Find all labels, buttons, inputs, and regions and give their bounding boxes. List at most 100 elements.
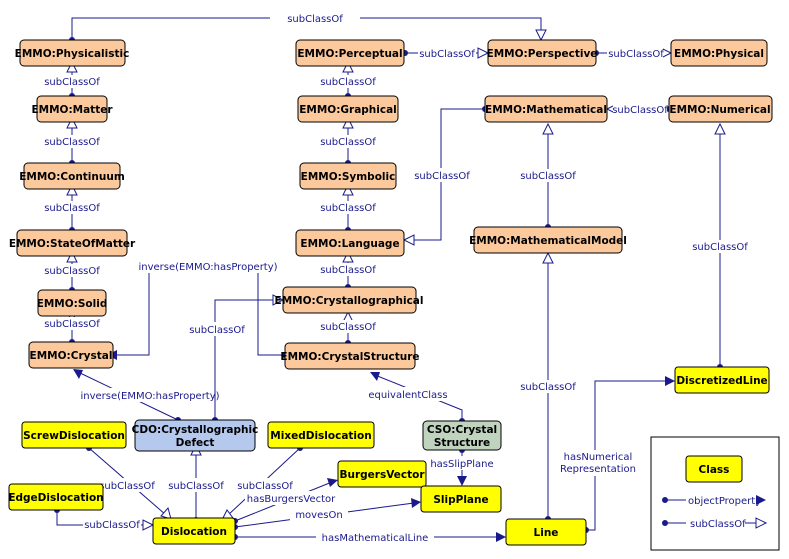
edge-crystalstructure-crystal: inverse(EMMO:hasProperty) (107, 259, 288, 360)
node-crystal[interactable]: EMMO:Crystal (28, 341, 114, 369)
svg-text:ScrewDislocation: ScrewDislocation (23, 430, 125, 442)
svg-text:EMMO:Graphical: EMMO:Graphical (299, 104, 397, 116)
node-cso-crystal-structure[interactable]: CSO:Crystal Structure (422, 420, 502, 451)
edge-dislocation-slipplane: movesOn (232, 498, 421, 530)
svg-text:subClassOf: subClassOf (690, 519, 746, 530)
edge-label: subClassOf (414, 171, 470, 182)
edge-crystalstructure-crystallographical: subClassOf (318, 310, 378, 346)
edge-label: subClassOf (320, 137, 376, 148)
svg-text:BurgersVector: BurgersVector (339, 469, 425, 481)
svg-text:EMMO:Symbolic: EMMO:Symbolic (301, 171, 396, 183)
svg-text:CDO:Crystallographic: CDO:Crystallographic (132, 424, 259, 436)
node-symbolic[interactable]: EMMO:Symbolic (299, 162, 397, 190)
legend: Class objectProperty subClassOf (650, 436, 780, 551)
svg-text:EMMO:Crystallographical: EMMO:Crystallographical (275, 295, 424, 307)
node-mathematical[interactable]: EMMO:Mathematical (484, 95, 608, 123)
edge-label: inverse(EMMO:hasProperty) (80, 391, 219, 402)
node-matter[interactable]: EMMO:Matter (31, 95, 113, 123)
edge-dislocation-burgersvector: hasBurgersVector (232, 478, 338, 524)
edge-label: subClassOf (189, 325, 245, 336)
node-cdo-crystallographic-defect[interactable]: CDO:Crystallographic Defect (132, 419, 259, 452)
node-discretizedline[interactable]: DiscretizedLine (674, 366, 770, 394)
svg-text:Class: Class (699, 464, 730, 476)
svg-text:EMMO:Language: EMMO:Language (300, 238, 399, 250)
edge-perceptual-perspective: subClassOf (402, 46, 490, 60)
svg-text:DiscretizedLine: DiscretizedLine (676, 375, 767, 387)
edge-continuum-matter: subClassOf (42, 116, 102, 166)
edge-label: subClassOf (520, 382, 576, 393)
node-crystallographical[interactable]: EMMO:Crystallographical (275, 286, 424, 314)
edge-label: hasMathematicalLine (322, 533, 429, 544)
node-solid[interactable]: EMMO:Solid (37, 289, 108, 317)
edge-crystallographical-language: subClassOf (318, 250, 378, 290)
node-perceptual[interactable]: EMMO:Perceptual (295, 39, 405, 67)
edge-label: subClassOf (287, 14, 343, 25)
svg-text:objectProperty: objectProperty (688, 496, 761, 507)
node-burgersvector[interactable]: BurgersVector (337, 460, 427, 488)
legend-subclassof: subClassOf (662, 517, 768, 530)
svg-text:CSO:Crystal: CSO:Crystal (427, 424, 497, 436)
svg-text:EMMO:StateOfMatter: EMMO:StateOfMatter (9, 238, 136, 250)
node-numerical[interactable]: EMMO:Numerical (668, 95, 773, 123)
nodes: EMMO:Physicalistic EMMO:Matter EMMO:Cont… (8, 39, 773, 546)
edge-label: subClassOf (99, 481, 155, 492)
edge-label: subClassOf (84, 520, 140, 531)
node-crystalstructure[interactable]: EMMO:CrystalStructure (280, 342, 420, 370)
edge-matter-physicalistic: subClassOf (42, 60, 102, 99)
node-slipplane[interactable]: SlipPlane (420, 485, 502, 513)
edge-mathematicalmodel-mathematical: subClassOf (518, 122, 578, 230)
edge-physicalistic-perspective: subClassOf (69, 11, 547, 43)
svg-text:MixedDislocation: MixedDislocation (270, 430, 371, 442)
node-perspective[interactable]: EMMO:Perspective (487, 39, 598, 67)
legend-objectproperty: objectProperty (662, 495, 766, 507)
edges: subClassOf subClassOf subClassOf subClas… (42, 11, 750, 544)
edge-defect-crystallographical: subClassOf (187, 294, 285, 423)
edge-label: subClassOf (608, 49, 664, 60)
edge-label: subClassOf (692, 242, 748, 253)
edge-mathematical-language: subClassOf (402, 106, 488, 246)
edge-label: subClassOf (320, 265, 376, 276)
svg-text:EMMO:Physicalistic: EMMO:Physicalistic (15, 48, 130, 60)
node-language[interactable]: EMMO:Language (295, 229, 405, 257)
edge-label: subClassOf (168, 481, 224, 492)
node-screwdislocation[interactable]: ScrewDislocation (21, 421, 127, 449)
node-dislocation[interactable]: Dislocation (152, 517, 236, 545)
svg-text:EMMO:Numerical: EMMO:Numerical (669, 104, 770, 116)
node-physical[interactable]: EMMO:Physical (670, 39, 768, 67)
node-edgedislocation[interactable]: EdgeDislocation (8, 483, 104, 511)
edge-defect-crystal: inverse(EMMO:hasProperty) (73, 369, 220, 423)
edge-language-symbolic: subClassOf (318, 183, 378, 233)
edge-screw-dislocation: subClassOf (86, 445, 172, 520)
edge-label: subClassOf (44, 77, 100, 88)
svg-text:SlipPlane: SlipPlane (433, 494, 488, 506)
edge-dislocation-line: hasMathematicalLine (232, 530, 506, 544)
edge-symbolic-graphical: subClassOf (318, 116, 378, 166)
svg-text:EMMO:Crystal: EMMO:Crystal (30, 350, 113, 362)
edge-label: subClassOf (612, 105, 668, 116)
edge-label: inverse(EMMO:hasProperty) (138, 262, 277, 273)
node-graphical[interactable]: EMMO:Graphical (297, 95, 399, 123)
edge-label: subClassOf (44, 319, 100, 330)
edge-stateofmatter-continuum: subClassOf (42, 183, 102, 233)
edge-label: subClassOf (44, 137, 100, 148)
edge-cso-crystalstructure: equivalentClass (366, 372, 465, 424)
node-line[interactable]: Line (505, 518, 587, 546)
node-mixeddislocation[interactable]: MixedDislocation (267, 421, 375, 449)
node-continuum[interactable]: EMMO:Continuum (19, 162, 125, 190)
edge-label: hasSlipPlane (430, 459, 493, 470)
svg-text:Line: Line (534, 527, 559, 539)
edge-label: hasBurgersVector (247, 494, 336, 505)
edge-numerical-mathematical: subClassOf (605, 102, 672, 116)
node-physicalistic[interactable]: EMMO:Physicalistic (15, 39, 130, 67)
node-stateofmatter[interactable]: EMMO:StateOfMatter (9, 229, 136, 257)
svg-text:EMMO:Perceptual: EMMO:Perceptual (297, 48, 402, 60)
edge-label: Representation (560, 464, 636, 475)
edge-cso-slipplane: hasSlipPlane (426, 447, 498, 486)
svg-text:EMMO:MathematicalModel: EMMO:MathematicalModel (469, 235, 627, 247)
edge-solid-stateofmatter: subClassOf (42, 250, 102, 293)
edge-label: hasNumerical (564, 452, 633, 463)
svg-text:EMMO:Mathematical: EMMO:Mathematical (485, 104, 607, 116)
node-mathematicalmodel[interactable]: EMMO:MathematicalModel (469, 226, 627, 254)
edge-label: subClassOf (44, 203, 100, 214)
